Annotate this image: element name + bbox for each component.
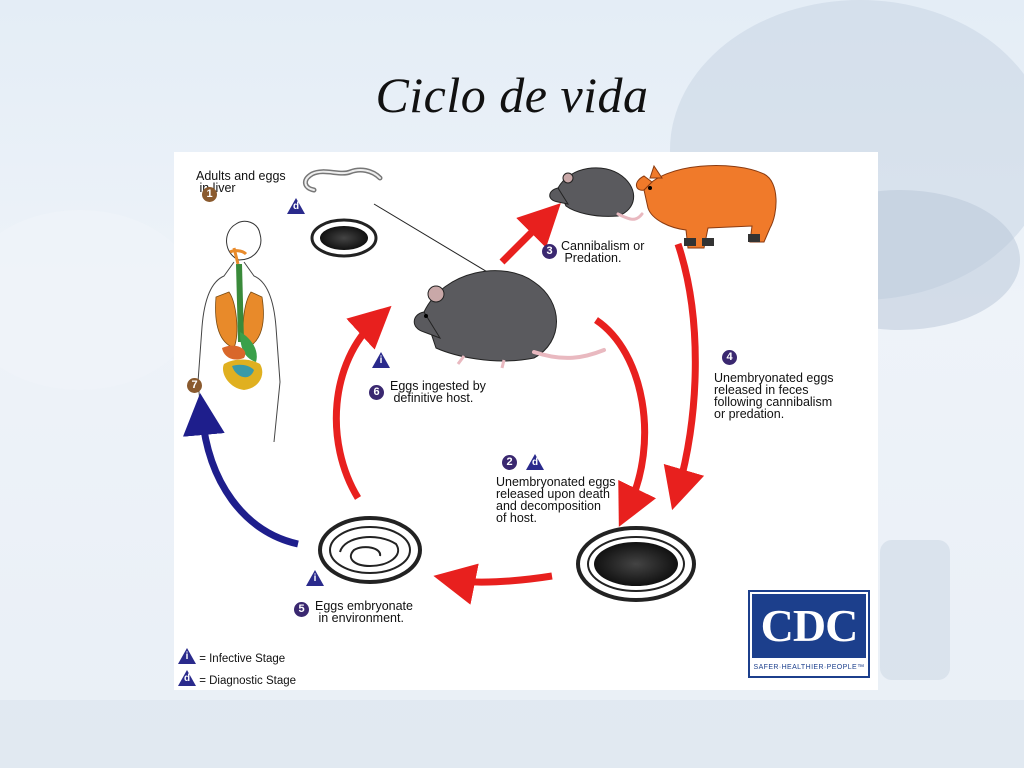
stage3-number: 3 [542, 244, 557, 259]
stage6-number: 6 [369, 385, 384, 400]
stage4-label: Unembryonated eggs released in feces fol… [714, 371, 834, 421]
legend-infective-label: = Infective Stage [199, 653, 286, 665]
diagram-artwork [182, 164, 777, 605]
predated-rat [549, 167, 644, 221]
life-cycle-diagram: Adults and eggs in liver 1 d 3 Cannibali… [174, 152, 878, 690]
arrow-stage2 [593, 317, 657, 527]
unembryonated-egg [576, 526, 696, 602]
definitive-host-rat [413, 270, 606, 369]
infective-stage-icon: i [372, 352, 390, 368]
stage5-number: 5 [294, 602, 309, 617]
arrow-stage6 [332, 305, 392, 500]
stage1-label: Adults and eggs in liver [196, 169, 286, 195]
legend-infective: i = Infective Stage [178, 648, 285, 665]
stage6-label: Eggs ingested by definitive host. [390, 379, 486, 405]
infective-stage-icon: i [306, 570, 324, 586]
stage6-stage-type: i [379, 355, 383, 366]
slide-title: Ciclo de vida [375, 67, 649, 123]
legend-infective-symbol: i [185, 651, 189, 662]
infective-stage-icon: i [178, 648, 196, 664]
cdc-logo-tagline: SAFER·HEALTHIER·PEOPLE™ [753, 664, 865, 671]
egg-in-liver [310, 218, 378, 258]
arrow-to-human [182, 393, 299, 548]
diagnostic-stage-icon: d [287, 198, 305, 214]
stage1-stage-type: d [292, 201, 300, 212]
diagnostic-stage-icon: d [178, 670, 196, 686]
legend-diagnostic: d = Diagnostic Stage [178, 670, 296, 687]
stage7-number: 7 [187, 378, 202, 393]
stage2-label: Unembryonated eggs released upon death a… [496, 475, 616, 525]
cdc-logo-text: CDC [752, 594, 866, 658]
stage1-number: 1 [202, 187, 217, 202]
stage4-number: 4 [722, 350, 737, 365]
stage3-label: Cannibalism or Predation. [561, 239, 645, 265]
predator-fox [636, 164, 777, 249]
human-host-figure [197, 220, 281, 443]
arrow-stage5 [433, 563, 553, 605]
stage2-stage-type: d [531, 457, 539, 468]
stage5-label: Eggs embryonate in environment. [315, 599, 413, 625]
cdc-logo: CDC SAFER·HEALTHIER·PEOPLE™ [748, 590, 870, 678]
embryonated-egg [318, 516, 422, 584]
diagnostic-stage-icon: d [526, 454, 544, 470]
legend-diagnostic-label: = Diagnostic Stage [199, 675, 297, 687]
legend-diagnostic-symbol: d [183, 673, 191, 684]
arrow-stage4 [663, 242, 705, 511]
arrow-to-predation [499, 203, 561, 265]
stage2-number: 2 [502, 455, 517, 470]
stage5-stage-type: i [313, 573, 317, 584]
